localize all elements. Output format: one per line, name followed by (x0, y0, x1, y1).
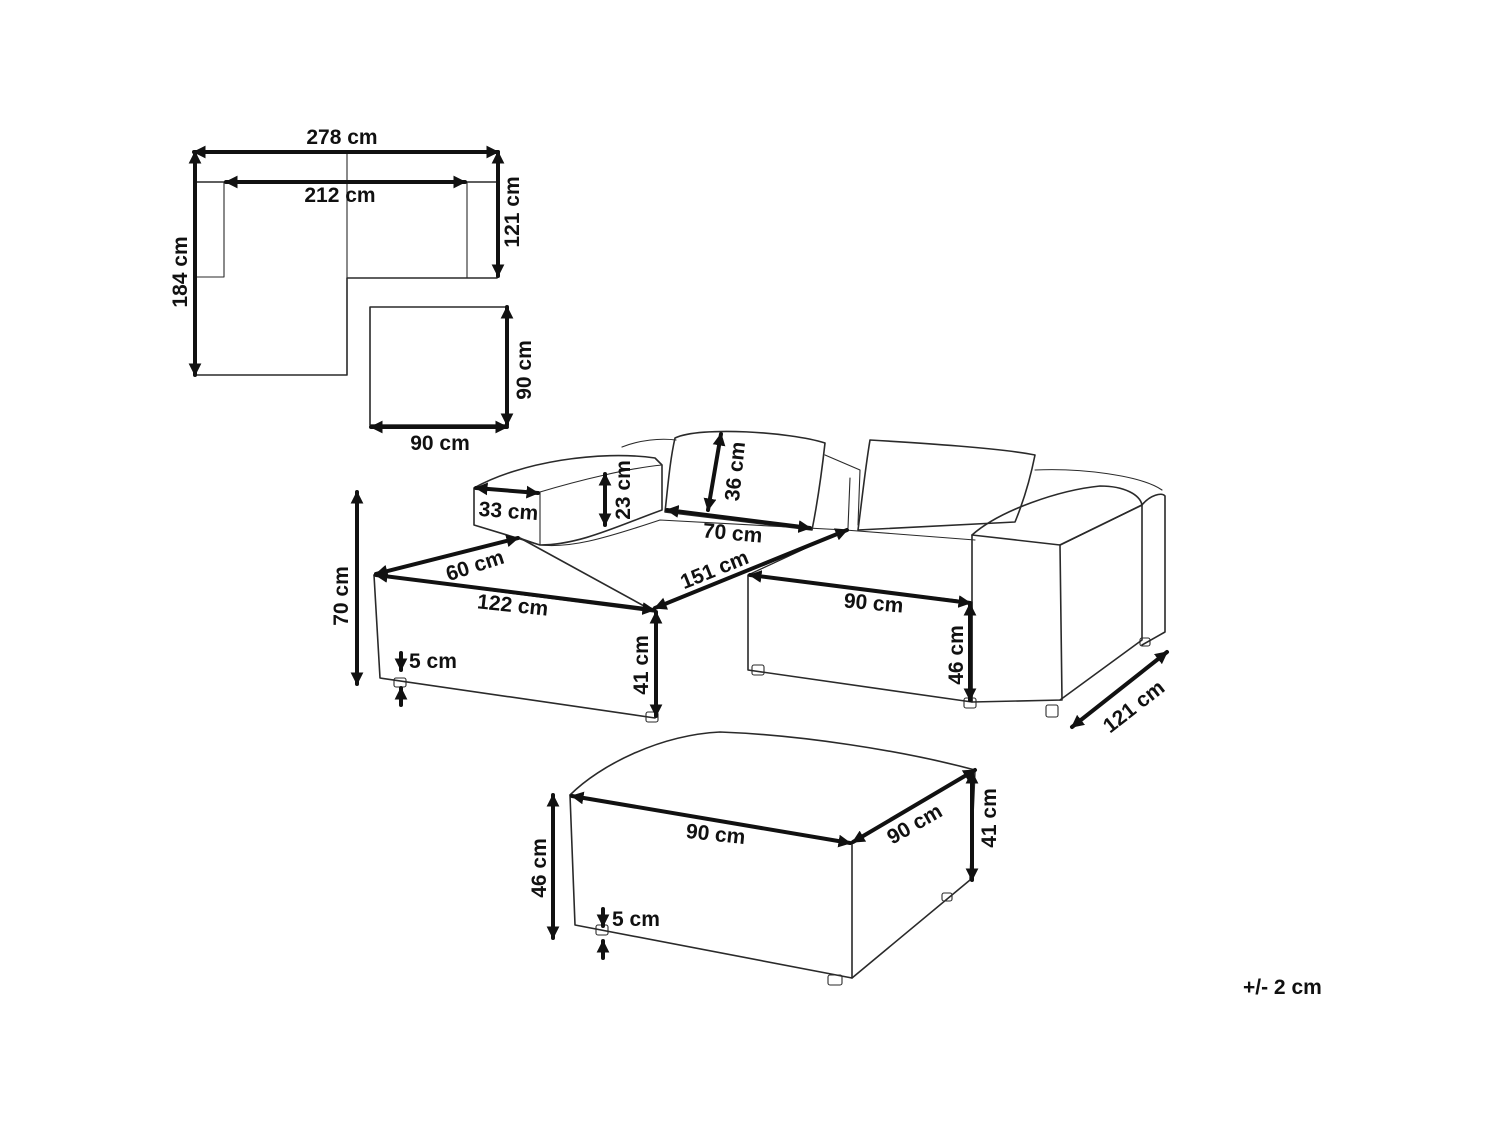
cushion-width-arrow (665, 505, 812, 533)
chaise-length-arrow (374, 570, 656, 615)
ottoman-plan-view (369, 306, 508, 426)
section-width-arrow (748, 570, 972, 608)
ottoman-perspective (569, 731, 976, 986)
ottoman-width-label: 90 cm (685, 820, 747, 849)
section-width-label: 90 cm (843, 589, 904, 617)
leg-height-label: 5 cm (409, 650, 457, 673)
ottoman-height-label: 46 cm (528, 838, 551, 898)
chaise-seat-depth-label: 60 cm (443, 546, 507, 586)
armrest-width-label: 33 cm (478, 498, 539, 525)
seat-height-left-label: 41 cm (630, 635, 653, 695)
ottoman-plan-depth-label: 90 cm (513, 340, 536, 400)
sofa-depth-arrow (1070, 650, 1169, 729)
tolerance-note: +/- 2 cm (1243, 976, 1322, 999)
armrest-height-label: 23 cm (612, 460, 635, 520)
seat-height-right-label: 46 cm (945, 625, 968, 685)
plan-total-depth-label: 184 cm (169, 236, 192, 307)
ottoman-plan-width-label: 90 cm (410, 432, 470, 455)
plan-side-depth-label: 121 cm (501, 176, 524, 247)
sofa-depth-label: 121 cm (1099, 676, 1169, 738)
ottoman-leg-label: 5 cm (612, 908, 660, 931)
armrest-width-arrow (474, 482, 540, 499)
cushion-height-label: 36 cm (721, 441, 750, 503)
ottoman-depth-arrow (851, 768, 977, 844)
cushion-height-arrow (703, 432, 726, 512)
seat-length-label: 151 cm (677, 546, 752, 594)
plan-inner-width-label: 212 cm (304, 184, 375, 207)
chaise-seat-depth-arrow (374, 534, 520, 578)
ottoman-seat-height-label: 41 cm (978, 788, 1001, 848)
plan-total-width-label: 278 cm (306, 126, 377, 149)
ottoman-width-arrow (570, 791, 852, 848)
seat-length-arrow (653, 528, 849, 610)
cushion-width-label: 70 cm (702, 519, 763, 547)
total-height-label: 70 cm (330, 566, 353, 626)
